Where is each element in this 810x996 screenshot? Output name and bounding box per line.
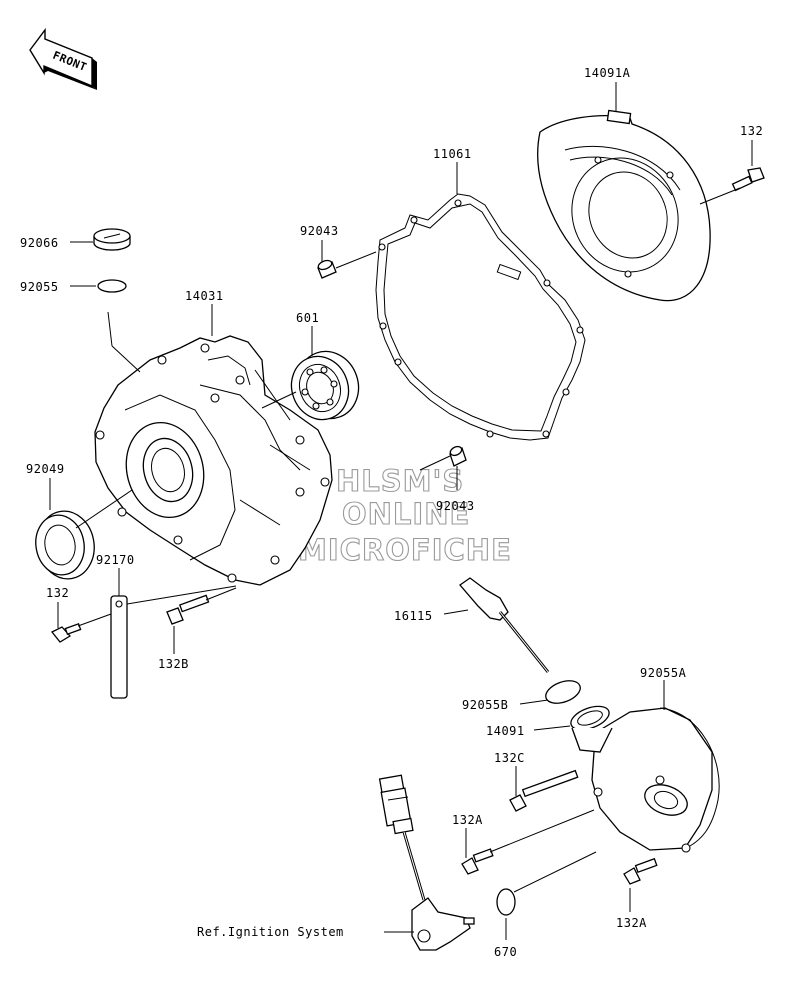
bolt-132A-bottom [623, 857, 658, 885]
filler-neck-14091 [570, 705, 613, 753]
watermark-line-1: HLSM'S [336, 464, 464, 498]
dowel-92043-top [317, 259, 337, 279]
front-arrow-icon: FRONT [29, 27, 97, 90]
watermark: HLSM'S ONLINE MICROFICHE [297, 463, 512, 567]
dowel-92043-bottom [449, 445, 467, 467]
o-ring-92055 [97, 279, 127, 293]
bolt-132B [166, 594, 210, 625]
oil-seal-92049 [35, 510, 95, 580]
gasket-11061 [375, 193, 586, 441]
label-16115: 16115 [394, 609, 433, 623]
label-92055B: 92055B [462, 698, 508, 712]
sensor-connector [378, 774, 475, 951]
label-92066: 92066 [20, 236, 59, 250]
label-11061: 11061 [433, 147, 472, 161]
label-132B: 132B [158, 657, 189, 671]
label-670: 670 [494, 945, 517, 959]
watermark-line-3: MICROFICHE [298, 533, 512, 567]
bolt-132-top [731, 167, 765, 192]
bolt-132A-mid [461, 848, 494, 875]
label-601: 601 [296, 311, 319, 325]
label-92055A: 92055A [640, 666, 687, 680]
label-92049: 92049 [26, 462, 65, 476]
o-ring-92055B [545, 680, 581, 704]
label-132-top: 132 [740, 124, 763, 138]
label-132C: 132C [494, 751, 525, 765]
cover-14091 [591, 707, 720, 853]
label-92043-top: 92043 [300, 224, 339, 238]
label-ref-ignition-system: Ref.Ignition System [197, 925, 344, 939]
plug-92066 [93, 228, 131, 251]
bolt-132-left [50, 622, 82, 643]
crankcase-cover-14031 [94, 335, 333, 586]
clamp-92170 [110, 595, 128, 699]
leader-lines [49, 82, 753, 940]
bearing-601 [290, 350, 360, 421]
label-92043-bottom: 92043 [436, 499, 475, 513]
label-92055: 92055 [20, 280, 59, 294]
label-14091: 14091 [486, 724, 525, 738]
o-ring-670 [496, 888, 516, 916]
label-14091A: 14091A [584, 66, 631, 80]
label-14031: 14031 [185, 289, 224, 303]
label-132-left: 132 [46, 586, 69, 600]
part-labels: 14091A 132 11061 92043 92066 92055 14031… [20, 66, 763, 959]
label-132A-bottom: 132A [616, 916, 647, 930]
dipstick-16115 [459, 577, 550, 673]
cover-plate-14091A [537, 109, 711, 302]
label-92170: 92170 [96, 553, 135, 567]
bolt-132C [509, 769, 579, 812]
watermark-line-2: ONLINE [342, 497, 470, 531]
label-132A-mid: 132A [452, 813, 483, 827]
